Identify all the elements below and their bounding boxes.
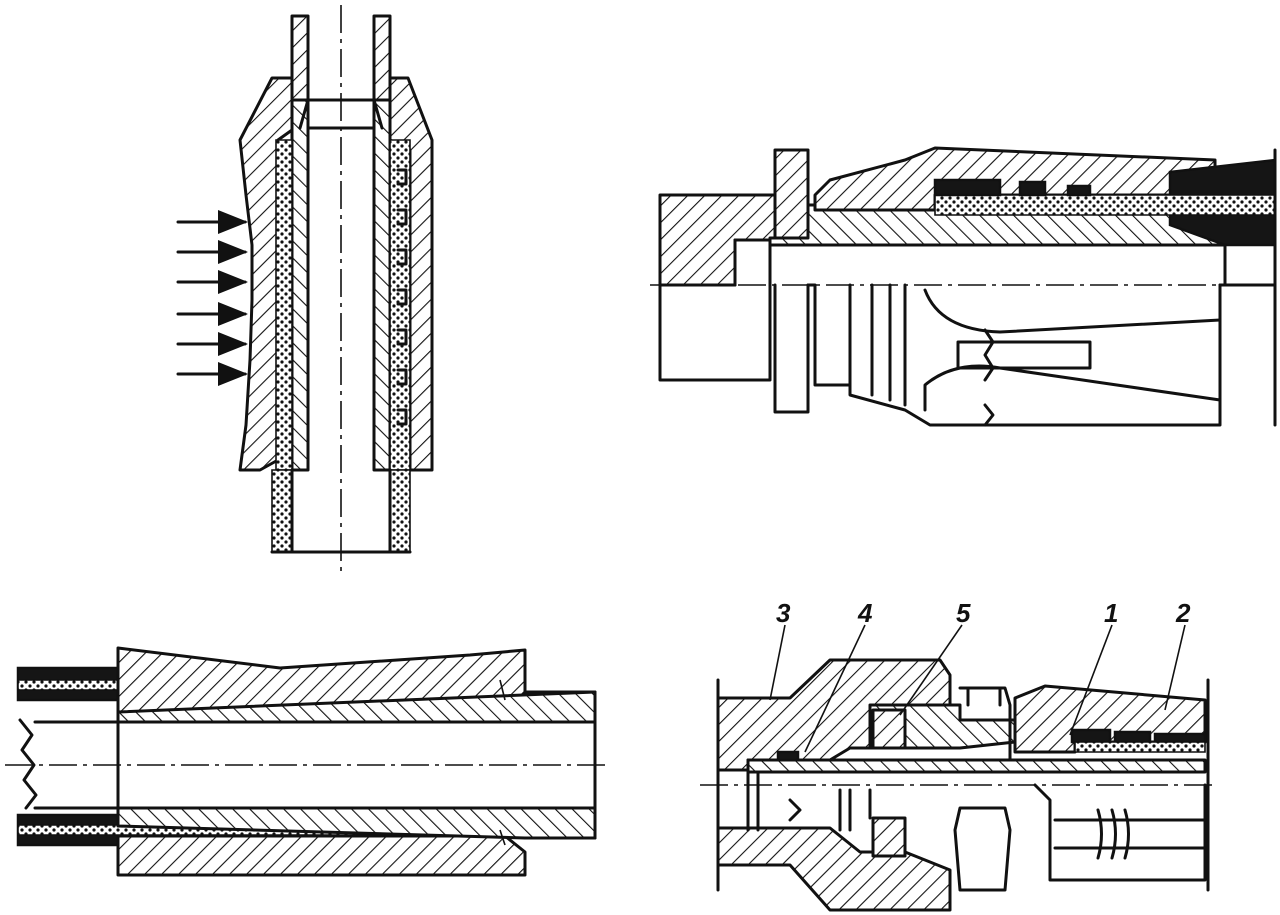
crimping-force-arrows — [176, 210, 248, 386]
nut-upper-section — [658, 193, 782, 287]
break-line-left — [18, 718, 38, 810]
socket-teeth — [396, 168, 408, 426]
socket-left-half — [238, 76, 294, 472]
socket-bottom — [116, 834, 527, 877]
nipple-right-wall — [372, 98, 392, 472]
o-ring-lower — [871, 816, 907, 858]
leader-2 — [1164, 624, 1186, 711]
callout-2: 2 — [1175, 598, 1191, 628]
crimping-section-view — [176, 5, 434, 572]
hose-bottom-outline — [270, 468, 412, 554]
hose-braid-part-1 — [1074, 741, 1206, 753]
hex-flats — [966, 686, 1002, 707]
flange-upper — [773, 148, 810, 240]
socket-lower-grooves — [1096, 808, 1130, 860]
socket-curve-upper — [923, 288, 1222, 334]
callout-1: 1 — [1104, 598, 1118, 628]
hose-left-layer — [275, 139, 293, 471]
leader-1 — [1069, 624, 1113, 736]
callout-3: 3 — [776, 598, 791, 628]
hose-lower-outline — [1218, 243, 1277, 287]
leader-5 — [899, 624, 963, 716]
leader-4 — [804, 624, 866, 753]
hose-inner-bore — [33, 720, 120, 810]
hose-bottom-right — [389, 469, 411, 553]
nipple-left-wall — [290, 98, 310, 472]
hose-end-marks — [499, 679, 506, 846]
o-ring-upper — [871, 708, 907, 750]
nut-inner-lines — [733, 238, 772, 287]
socket-lower-outline — [806, 283, 1222, 427]
fitting-callout-view: 3 4 5 1 2 — [700, 598, 1215, 912]
seal-ring-4 — [776, 750, 800, 762]
hex-nut-outline — [953, 686, 1012, 892]
socket-curve-lower — [923, 364, 1222, 412]
lower-thread-outline — [838, 788, 872, 832]
socket-lower-outline-br — [1033, 783, 1207, 882]
nipple-outline — [116, 690, 597, 840]
lower-nipple-outline — [746, 770, 802, 832]
flange-lower — [773, 283, 810, 414]
callout-5: 5 — [956, 598, 971, 628]
socket-lower-flat — [1053, 818, 1207, 850]
nut-lower-outline — [658, 283, 772, 382]
upper-tube-left-wall — [290, 14, 310, 102]
crimped-hose-section-view — [5, 646, 610, 877]
hose-braid-layer — [934, 194, 1276, 216]
thread-lines — [848, 283, 907, 407]
upper-tube-right-wall — [372, 14, 392, 102]
hose-bottom-left — [271, 469, 293, 553]
socket-notch-upper — [983, 328, 995, 382]
hose-rubber-sections — [933, 178, 1092, 197]
nipple-bore-edge — [298, 98, 384, 130]
socket-notch-lower — [983, 403, 995, 427]
fitting-half-section-view — [650, 146, 1277, 427]
union-body-lower — [716, 826, 952, 912]
socket-flat — [956, 340, 1092, 370]
callout-4: 4 — [857, 598, 873, 628]
nipple-tube — [746, 758, 1207, 774]
leader-3 — [769, 624, 786, 701]
